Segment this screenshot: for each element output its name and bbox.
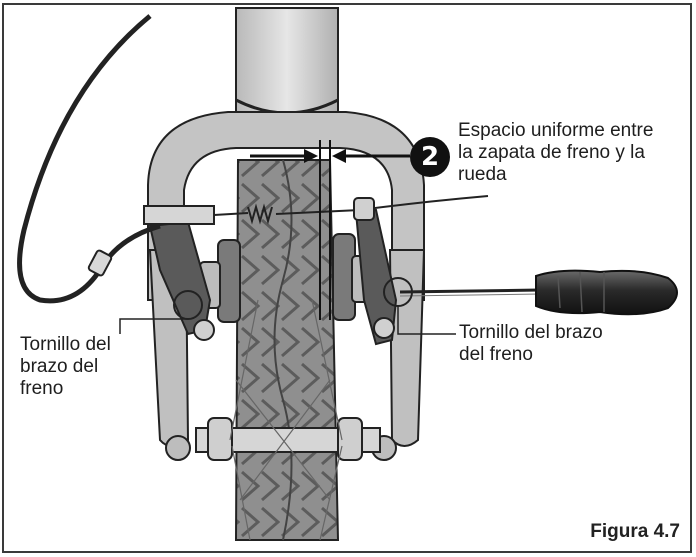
screwdriver-icon xyxy=(400,271,677,315)
gap-label: Espacio uniforme entre la zapata de fren… xyxy=(458,120,690,186)
figure-caption: Figura 4.7 xyxy=(590,521,680,543)
right-screw-label: Tornillo del brazo del freno xyxy=(459,322,659,366)
step-number-badge: 2 xyxy=(410,137,450,177)
left-screw-label: Tornillo del brazo del freno xyxy=(20,334,140,400)
